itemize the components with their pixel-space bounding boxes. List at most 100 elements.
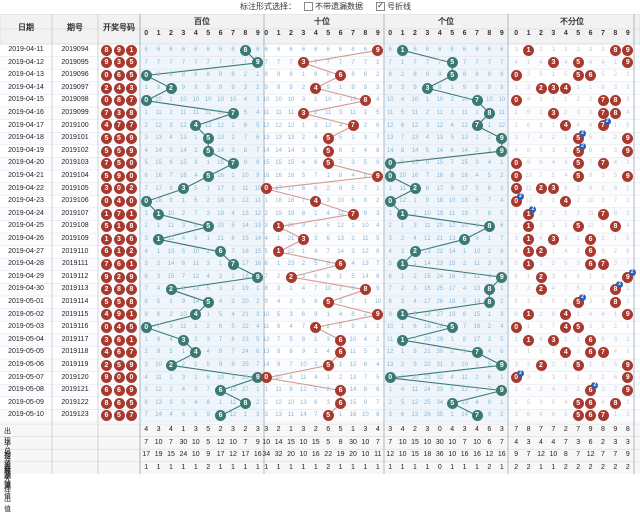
miss-cell: 8 — [500, 248, 504, 255]
miss-cell: 11 — [525, 185, 532, 192]
miss-cell: 9 — [289, 84, 293, 91]
miss-cell: 5 — [601, 72, 605, 79]
miss-cell: 3 — [425, 122, 430, 129]
row-issue: 2019122 — [61, 398, 89, 406]
stat-value: 5 — [326, 438, 331, 446]
digit-head-bai-8: 8 — [243, 30, 248, 37]
bufen-ball: 0 — [510, 95, 522, 107]
miss-cell: 5 — [314, 387, 318, 394]
miss-cell: 33 — [436, 387, 444, 394]
stat-value: 1 — [144, 463, 149, 471]
hit-ball-bai: 3 — [177, 334, 189, 346]
hit-ball-ge: 9 — [496, 133, 508, 144]
miss-cell: 14 — [461, 147, 468, 154]
draw-ball: 9 — [101, 372, 112, 384]
stat-value: 2 — [313, 426, 318, 433]
stat-value: 1 — [450, 463, 455, 471]
miss-cell: 5 — [450, 387, 454, 394]
draw-ball: 0 — [126, 158, 137, 170]
bufen-ball: 3 — [547, 183, 559, 195]
miss-cell: 1 — [487, 236, 492, 242]
miss-cell: 6 — [475, 198, 479, 205]
stat-value: 2 — [526, 463, 531, 471]
miss-cell: 1 — [194, 362, 198, 368]
miss-cell: 4 — [601, 399, 605, 406]
row-date: 2019-04-23 — [8, 197, 44, 205]
miss-cell: 1 — [338, 412, 343, 419]
miss-cell: 3 — [626, 210, 630, 217]
miss-cell: 11 — [587, 210, 594, 217]
miss-cell: 8 — [450, 173, 454, 179]
miss-cell: 5 — [613, 362, 618, 368]
miss-cell: 2 — [376, 336, 380, 343]
miss-cell: 26 — [436, 299, 444, 305]
miss-cell: 1 — [289, 286, 293, 293]
miss-cell: 1 — [450, 412, 454, 419]
miss-cell: 7 — [218, 59, 223, 66]
row-issue: 2019115 — [61, 310, 89, 318]
miss-cell: 6 — [526, 412, 531, 419]
miss-cell: 8 — [475, 223, 479, 230]
miss-cell: 3 — [450, 110, 454, 116]
miss-cell: 1 — [206, 185, 210, 192]
miss-cell: 4 — [500, 198, 504, 205]
draw-ball: 0 — [101, 196, 112, 207]
miss-cell: 8 — [388, 72, 392, 79]
opt-polyline[interactable]: 号折线 — [370, 0, 411, 14]
miss-cell: 1 — [169, 97, 173, 104]
miss-cell: 7 — [551, 324, 556, 331]
miss-cell: 3 — [388, 412, 392, 419]
header-issue[interactable]: 期号 — [67, 23, 83, 32]
miss-cell: 4 — [613, 349, 618, 356]
miss-cell: 3 — [169, 324, 173, 331]
row-date: 2019-05-03 — [8, 323, 44, 331]
miss-cell: 10 — [192, 97, 200, 104]
draw-ball: 6 — [101, 410, 112, 422]
miss-cell: 8 — [206, 399, 210, 406]
miss-cell: 7 — [613, 387, 618, 394]
miss-cell: 3 — [351, 160, 355, 167]
miss-cell: 13 — [411, 412, 419, 419]
bufen-ball: 9 — [622, 57, 634, 69]
miss-cell: 12 — [262, 122, 270, 129]
miss-cell: 2 — [243, 72, 248, 79]
miss-cell: 3 — [326, 198, 330, 205]
miss-cell: 1 — [487, 122, 492, 129]
miss-cell: 4 — [194, 173, 198, 179]
miss-cell: 4 — [626, 223, 630, 230]
stat-value: 2 — [601, 438, 605, 446]
hit-ball-ge: 3 — [421, 82, 433, 94]
opt-no-missing[interactable]: 不带遗漏数据 — [298, 0, 363, 14]
digit-head-bai-7: 7 — [231, 30, 235, 37]
draw-ball: 4 — [113, 322, 125, 333]
draw-ball: 6 — [113, 347, 125, 359]
checkbox-no-missing[interactable] — [304, 2, 313, 12]
miss-cell: 1 — [218, 399, 223, 406]
miss-cell: 12 — [275, 122, 282, 129]
stat-value: 9 — [206, 451, 211, 459]
miss-cell: 1 — [425, 97, 430, 104]
miss-cell: 14 — [448, 248, 456, 255]
stat-value: 10 — [299, 451, 308, 459]
row-issue: 2019100 — [61, 121, 89, 129]
miss-cell: 5 — [500, 210, 504, 217]
miss-cell: 3 — [539, 47, 543, 53]
miss-cell: 5 — [601, 324, 605, 331]
miss-cell: 14 — [242, 223, 249, 230]
miss-cell: 9 — [475, 236, 479, 242]
repeat-badge: 2 — [628, 268, 636, 276]
miss-cell: 3 — [169, 399, 173, 406]
miss-cell: 23 — [424, 374, 431, 381]
miss-cell: 19 — [461, 210, 468, 217]
checkbox-polyline[interactable] — [376, 0, 385, 13]
row-date: 2019-04-26 — [8, 235, 44, 242]
draw-ball: 9 — [126, 385, 137, 396]
miss-cell: 10 — [486, 97, 493, 104]
miss-cell: 2 — [475, 374, 479, 381]
miss-cell: 2 — [551, 362, 556, 368]
miss-cell: 2 — [576, 248, 580, 255]
stat-value: 1 — [363, 463, 368, 471]
draw-ball: 9 — [126, 145, 137, 157]
miss-cell: 6 — [564, 273, 568, 280]
annotation-label: 标注形式选择： — [240, 2, 296, 11]
